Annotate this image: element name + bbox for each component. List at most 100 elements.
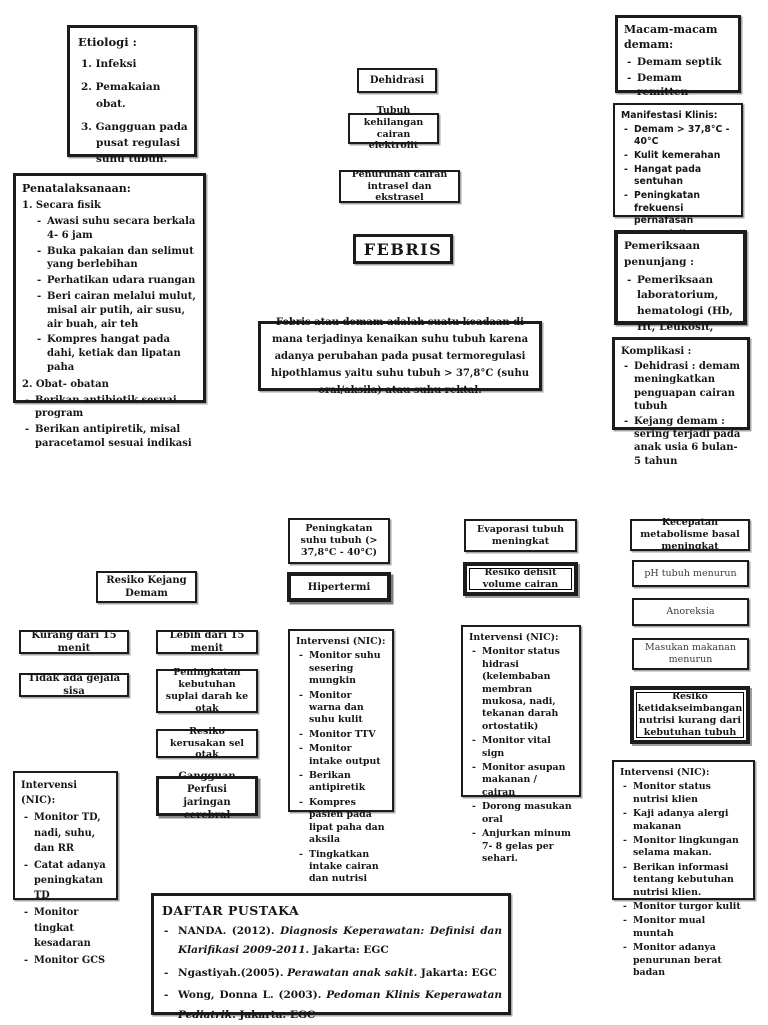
hipertermi-label: Hipertermi (307, 581, 371, 593)
section-heading: 1. Secara fisik (22, 200, 101, 212)
daftar-pustaka-box: DAFTAR PUSTAKA NANDA. (2012). Diagnosis … (151, 893, 511, 1021)
nic-title: Intervensi (NIC): (469, 632, 559, 643)
febris-title: FEBRIS (363, 239, 443, 259)
peningkatan-suhu-label: Peningkatan suhu tubuh (> 37,8°C - 40°C) (300, 523, 378, 558)
list-item: Monitor vital sign (469, 735, 573, 760)
list-item: Monitor lingkungan selama makan. (620, 835, 747, 860)
tidak-gejala-label: Tidak ada gejala sisa (27, 673, 121, 697)
komplikasi-list: Dehidrasi : demam meningkatkan penguapan… (621, 360, 741, 468)
masukan-makanan-label: Masukan makanan menurun (645, 642, 736, 665)
febris-box: FEBRIS (353, 234, 453, 264)
gangguan-perfusi-box: Gangguan Perfusi jaringan cerebral (156, 771, 258, 821)
list-item: Kompres hangat pada dahi, ketiak dan lip… (34, 333, 197, 374)
anoreksia-box: Anoreksia (632, 598, 749, 626)
list-item: Catat adanya peningkatan TD (21, 858, 110, 904)
list-item: Monitor GCS (21, 953, 110, 968)
list-item: Beri cairan melalui mulut, misal air put… (34, 290, 197, 331)
reference-text: Jakarta: EGC (417, 966, 497, 979)
suplai-darah-label: Peningkatan kebutuhan suplai darah ke ot… (165, 667, 249, 714)
nic-cerebral-box: Intervensi (NIC): Monitor TD, nadi, suhu… (13, 771, 118, 968)
ph-menurun-box: pH tubuh menurun (632, 560, 749, 587)
ph-menurun-label: pH tubuh menurun (644, 567, 737, 579)
nic-nutrisi-list: Monitor status nutrisi klienKaji adanya … (620, 781, 747, 979)
reference-title: Diagnosis Keperawatan: Definisi dan Klar… (178, 925, 502, 957)
list-item: Monitor mual muntah (620, 915, 747, 940)
kurang-15-menit-label: Kurang dari 15 menit (31, 630, 117, 654)
evaporasi-box: Evaporasi tubuh meningkat (464, 519, 577, 552)
list-item: Berikan antipiretik (296, 770, 386, 795)
reference-text: Wong, Donna L. (2003). (178, 989, 327, 1002)
macam-demam-title: Macam-macam demam: (624, 23, 718, 51)
komplikasi-box: Komplikasi : Dehidrasi : demam meningkat… (612, 337, 750, 467)
penurunan-cairan-box: Penurunan cairan intrasel dan ekstrasel (339, 169, 460, 203)
reference-title: Perawatan anak sakit. (287, 966, 418, 979)
section-heading: 2. Obat- obatan (22, 378, 109, 390)
kecepatan-metabolisme-label: Kecepatan metabolisme basal meningkat (640, 517, 740, 552)
komplikasi-title: Komplikasi : (621, 346, 692, 357)
list-item: Monitor status hidrasi (kelembaban membr… (469, 646, 573, 733)
etiologi-title: Etiologi : (78, 35, 137, 49)
list-item: Demam septik (624, 55, 732, 69)
hipertermi-box: Hipertermi (287, 572, 391, 602)
evaporasi-label: Evaporasi tubuh meningkat (476, 523, 565, 547)
suplai-darah-box: Peningkatan kebutuhan suplai darah ke ot… (156, 667, 258, 714)
nic-hipertermi-box: Intervensi (NIC): Monitor suhu sesering … (288, 629, 394, 884)
kurang-15-menit-box: Kurang dari 15 menit (19, 630, 129, 654)
etiologi-box: Etiologi : 1. Infeksi 2. Pemakaian obat.… (67, 25, 197, 212)
manifestasi-title: Manifestasi Klinis: (621, 110, 718, 121)
list-item: Awasi suhu secara berkala 4- 6 jam (34, 215, 197, 243)
list-item: Monitor intake output (296, 743, 386, 768)
penatalaksanaan-title: Penatalaksanaan: (22, 182, 131, 195)
resiko-nutrisi-label: Resiko ketidakseimbangan nutrisi kurang … (636, 691, 744, 738)
reference-text: Jakarta: EGC (235, 1008, 316, 1021)
lebih-15-menit-label: Lebih dari 15 menit (169, 630, 245, 654)
list-item: Kulit kemerahan (621, 150, 735, 162)
kehilangan-cairan-box: Tubuh kehilangan cairan elektrolit (348, 105, 439, 151)
kerusakan-otak-label: Resiko kerusakan sel otak (170, 725, 244, 761)
kecepatan-metabolisme-box: Kecepatan metabolisme basal meningkat (630, 517, 750, 552)
reference-text: Jakarta: EGC (309, 944, 389, 957)
kehilangan-cairan-label: Tubuh kehilangan cairan elektrolit (363, 104, 424, 152)
nic-hipertermi-list: Monitor suhu sesering mungkinMonitor war… (296, 650, 386, 885)
resiko-kejang-box: Resiko Kejang Demam (96, 571, 197, 603)
nic-cairan-list: Monitor status hidrasi (kelembaban membr… (469, 646, 573, 865)
definisi-box: Febris atau demam adalah suatu keadaan d… (258, 317, 542, 396)
reference-item: Ngastiyah.(2005). Perawatan anak sakit. … (160, 964, 502, 984)
nic-nutrisi-box: Intervensi (NIC): Monitor status nutrisi… (612, 760, 755, 978)
list-item: 2. Pemakaian obat. (81, 81, 161, 110)
list-item: Berikan informasi tentang kebutuhan nutr… (620, 862, 747, 899)
penatalaksanaan-box: Penatalaksanaan: 1. Secara fisik Awasi s… (13, 173, 206, 449)
list-item: Demam > 37,8°C - 40°C (621, 124, 735, 148)
obat-list: Berikan antibiotik sesuai programBerikan… (22, 394, 197, 451)
nic-cerebral-list: Monitor TD, nadi, suhu, dan RRCatat adan… (21, 810, 110, 968)
definisi-text: Febris atau demam adalah suatu keadaan d… (271, 316, 529, 396)
macam-demam-box: Macam-macam demam: Demam septikDemam rem… (615, 15, 741, 176)
list-item: Hangat pada sentuhan (621, 164, 735, 188)
reference-text: NANDA. (2012). (178, 925, 281, 937)
nic-cairan-box: Intervensi (NIC): Monitor status hidrasi… (461, 625, 581, 864)
resiko-defisit-box: Resiko defisit volume cairan (463, 562, 578, 596)
list-item: Demam remitten (624, 71, 732, 99)
resiko-nutrisi-box: Resiko ketidakseimbangan nutrisi kurang … (630, 686, 750, 744)
masukan-makanan-box: Masukan makanan menurun (632, 638, 749, 670)
list-item: Perhatikan udara ruangan (34, 274, 197, 288)
list-item: Kompres pasien pada lipat paha dan aksil… (296, 797, 386, 847)
tidak-gejala-box: Tidak ada gejala sisa (19, 673, 129, 697)
resiko-defisit-label: Resiko defisit volume cairan (469, 567, 572, 590)
list-item: Monitor tingkat kesadaran (21, 905, 110, 951)
nic-title: Intervensi (NIC): (296, 636, 386, 647)
dehidrasi-label: Dehidrasi (369, 75, 425, 86)
list-item: Dorong masukan oral (469, 801, 573, 826)
list-item: Berikan antipiretik, misal paracetamol s… (22, 423, 197, 451)
list-item: 3. Gangguan pada pusat regulasi suhu tub… (81, 120, 188, 166)
list-item: Monitor warna dan suhu kulit (296, 690, 386, 727)
list-item: Monitor TD, nadi, suhu, dan RR (21, 810, 110, 856)
list-item: Monitor turgor kulit (620, 901, 747, 914)
gangguan-perfusi-label: Gangguan Perfusi jaringan cerebral (178, 771, 236, 821)
list-item: Dehidrasi : demam meningkatkan penguapan… (621, 360, 741, 413)
list-item: Berikan antibiotik sesuai program (22, 394, 197, 422)
list-item: Monitor status nutrisi klien (620, 781, 747, 806)
pemeriksaan-penunjang-box: Pemeriksaan penunjang : Pemeriksaan labo… (614, 230, 747, 364)
list-item: Tingkatkan intake cairan dan nutrisi (296, 849, 386, 886)
list-item: Monitor asupan makanan / cairan (469, 762, 573, 799)
